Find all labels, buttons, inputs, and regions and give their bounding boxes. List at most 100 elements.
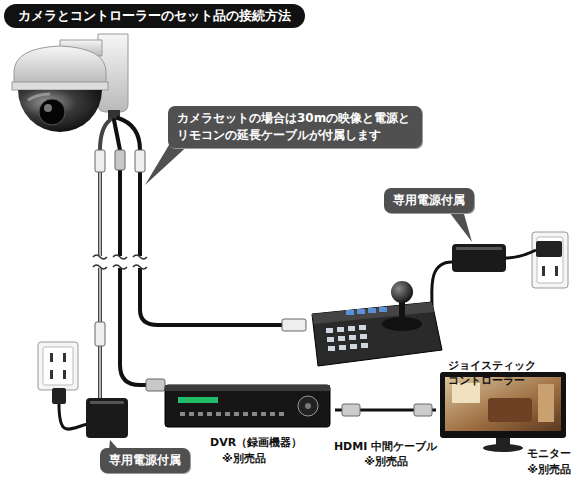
joystick-controller bbox=[348, 326, 355, 331]
wall-outlet bbox=[38, 342, 78, 390]
dvr-recorder bbox=[298, 396, 318, 416]
note-label: ※別売品 bbox=[362, 455, 410, 469]
joystick-controller bbox=[326, 328, 333, 333]
power-adapter bbox=[536, 241, 562, 257]
callout-bubble: 専用電源付属 bbox=[384, 188, 474, 213]
cable-connector bbox=[95, 150, 306, 391]
node-text: 専用電源付属 bbox=[393, 192, 465, 209]
joystick-controller bbox=[391, 281, 413, 303]
ptz-camera bbox=[12, 82, 108, 90]
dvr-recorder bbox=[252, 412, 257, 416]
wall-outlet bbox=[63, 353, 66, 362]
dvr-recorder bbox=[225, 412, 230, 416]
node-text: ジョイスティック コントローラー bbox=[448, 358, 548, 388]
dvr-recorder bbox=[270, 412, 275, 416]
break-mark bbox=[90, 255, 150, 269]
joystick-controller bbox=[328, 346, 335, 351]
wall-outlet bbox=[50, 353, 53, 362]
joystick-controller bbox=[368, 308, 376, 313]
node-text: 専用電源付属 bbox=[109, 452, 181, 469]
joystick-controller bbox=[379, 307, 387, 312]
node-text: カメラセットの場合は30mの映像と電源とリモコンの延長ケーブルが付属します bbox=[177, 110, 413, 144]
dvr-recorder bbox=[178, 397, 218, 403]
monitor-device: モニター※別売品 bbox=[436, 370, 575, 478]
device-label: ジョイスティック コントローラー bbox=[448, 358, 548, 388]
camera-cables bbox=[100, 110, 284, 398]
dvr-recorder bbox=[243, 412, 248, 416]
joystick-controller bbox=[339, 345, 346, 350]
dvr-recorder bbox=[165, 385, 330, 427]
camera-cables bbox=[114, 120, 120, 150]
break-mark bbox=[90, 256, 150, 268]
camera-cables bbox=[100, 120, 110, 150]
node-note: ※別売品 bbox=[527, 462, 571, 477]
monitor bbox=[538, 384, 554, 422]
cable-connector bbox=[282, 319, 306, 331]
wall-outlet bbox=[63, 370, 66, 379]
joystick-controller bbox=[349, 335, 356, 340]
node-text: DVR（録画機器） bbox=[210, 435, 302, 450]
dvr-recorder bbox=[189, 412, 194, 416]
monitor bbox=[483, 444, 523, 452]
power-adapter bbox=[59, 404, 88, 429]
joystick-controller bbox=[327, 337, 334, 342]
break-mark bbox=[93, 265, 107, 269]
ptz-camera bbox=[44, 104, 52, 112]
cable-connector bbox=[95, 322, 105, 346]
cable-connector bbox=[115, 150, 125, 170]
ptz-camera bbox=[28, 94, 50, 100]
break-mark bbox=[93, 255, 107, 259]
callout-bubble: カメラセットの場合は30mの映像と電源とリモコンの延長ケーブルが付属します bbox=[168, 106, 422, 148]
hdmi-plug bbox=[342, 404, 432, 416]
power-adapter bbox=[86, 398, 128, 438]
camera-cables bbox=[98, 172, 102, 398]
joystick-controller bbox=[312, 302, 442, 366]
joystick-controller bbox=[350, 344, 357, 349]
ptz-camera bbox=[18, 90, 102, 132]
cable-connector bbox=[95, 150, 105, 172]
title-banner: カメラとコントローラーのセット品の接続方法 bbox=[4, 4, 305, 28]
power-adapter bbox=[52, 388, 128, 438]
wall-outlet bbox=[38, 342, 78, 390]
break-mark bbox=[113, 265, 127, 269]
joystick-controller bbox=[337, 327, 344, 332]
ptz-camera bbox=[12, 34, 128, 132]
wall-outlet bbox=[532, 232, 568, 288]
power-adapter bbox=[52, 388, 66, 404]
wall-outlet bbox=[532, 232, 568, 288]
dvr-recorder bbox=[216, 412, 221, 416]
wall-outlet bbox=[555, 266, 558, 276]
joystick-controller bbox=[360, 334, 367, 339]
dvr-recorder bbox=[180, 412, 284, 416]
dvr-recorder bbox=[234, 412, 239, 416]
dvr-recorder bbox=[180, 412, 185, 416]
camera-cables bbox=[120, 170, 150, 385]
joystick-controller bbox=[361, 343, 368, 348]
node-note: ※別売品 bbox=[222, 451, 266, 466]
power-adapter bbox=[452, 244, 506, 272]
wall-outlet bbox=[542, 266, 545, 276]
monitor bbox=[488, 398, 532, 422]
callout-bubble: 専用電源付属 bbox=[100, 448, 190, 473]
wall-outlet bbox=[43, 347, 73, 385]
power-adapter bbox=[432, 262, 452, 306]
dvr-recorder bbox=[207, 412, 212, 416]
power-adapter bbox=[456, 247, 502, 250]
dvr-recorder bbox=[279, 412, 284, 416]
dvr-device: DVR（録画機器）※別売品 bbox=[165, 383, 335, 475]
power-adapter bbox=[90, 401, 124, 404]
joystick-controller bbox=[357, 309, 365, 314]
dvr-recorder bbox=[165, 385, 330, 427]
joystick-controller bbox=[359, 325, 366, 330]
wall-outlet bbox=[537, 237, 563, 283]
dvr-recorder bbox=[261, 412, 266, 416]
power-adapter bbox=[432, 241, 562, 306]
cable-connector bbox=[146, 379, 165, 391]
ptz-camera bbox=[39, 99, 65, 125]
break-mark bbox=[133, 265, 147, 269]
break-mark bbox=[113, 255, 127, 259]
joystick-controller bbox=[346, 310, 354, 315]
ptz-camera bbox=[14, 46, 106, 84]
dvr-recorder bbox=[305, 403, 311, 409]
